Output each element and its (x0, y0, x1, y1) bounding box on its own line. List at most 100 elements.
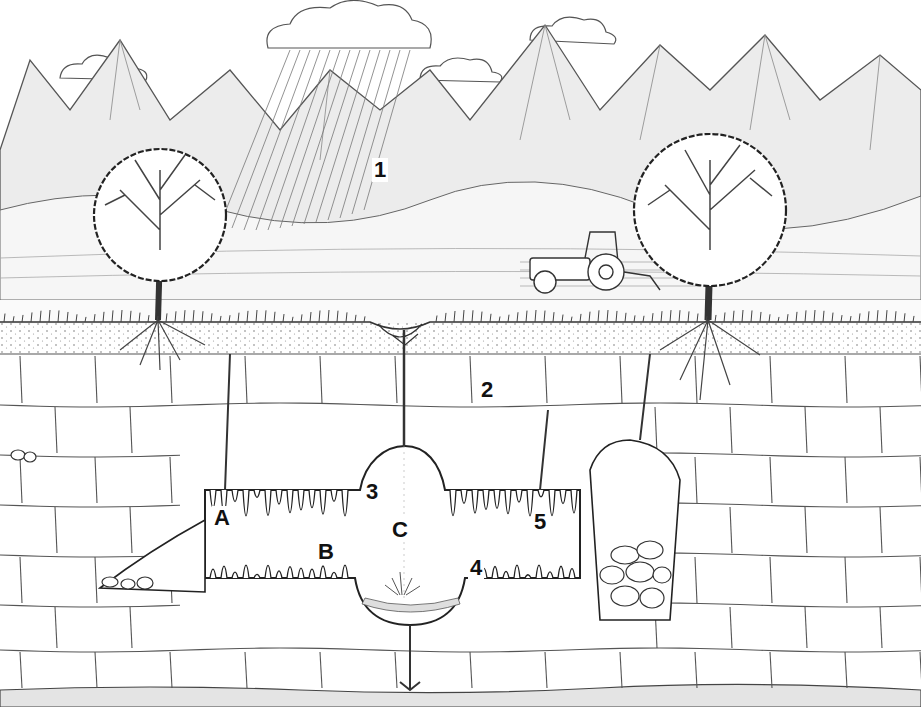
grass-blade (220, 316, 221, 322)
joint-line (620, 652, 622, 688)
speleothem (276, 490, 282, 504)
joint-line (480, 651, 500, 652)
grass-blade (445, 313, 446, 322)
speleothem (536, 565, 542, 578)
mountain-shading (110, 25, 880, 160)
joint-line (60, 651, 80, 652)
joint-line (80, 406, 100, 407)
grass-blade (274, 312, 275, 322)
joint-line (805, 607, 807, 648)
speleothem (254, 574, 260, 578)
speleothem (342, 490, 348, 516)
grass-blade (769, 314, 770, 322)
joint-line (140, 455, 160, 457)
joint-line (540, 405, 560, 407)
speleothem (309, 569, 315, 578)
joint-line (520, 405, 540, 407)
rain-streaks (220, 50, 410, 230)
joint-line (120, 651, 140, 652)
callout-label: B (316, 540, 336, 564)
joint-line (700, 403, 720, 405)
grass-blade (103, 312, 104, 322)
grass-blade (148, 315, 149, 322)
drip-splash (385, 572, 420, 595)
grass-blade (886, 310, 887, 322)
callout-label: 4 (468, 556, 484, 580)
joint-line (200, 403, 220, 405)
grass-blade (166, 313, 167, 322)
speleothem (287, 567, 293, 578)
joint-line (720, 453, 740, 455)
joint-line (900, 555, 920, 557)
grass-blade (688, 311, 689, 322)
joint-line (730, 607, 732, 648)
joint-line (900, 605, 920, 607)
joint-line (520, 650, 540, 652)
joint-line (920, 650, 921, 651)
boulder (611, 586, 639, 606)
cave-chamber (205, 446, 580, 625)
canopy (634, 134, 786, 286)
joint-line (845, 457, 847, 503)
joint-line (170, 356, 172, 403)
grass-blade (895, 311, 896, 322)
outflow-channel (400, 625, 420, 690)
grass-blade (625, 313, 626, 322)
joint-line (100, 506, 120, 507)
grass-blade (193, 310, 194, 322)
grass-blade (526, 311, 527, 322)
grass-blade (139, 313, 140, 322)
joint-line (20, 650, 40, 652)
ridge-lines (110, 25, 880, 160)
speleothem (503, 571, 509, 578)
joint-line (780, 605, 800, 607)
joint-line (805, 407, 807, 453)
joint-line (720, 553, 740, 555)
joint-line (900, 650, 920, 652)
joint-line (770, 652, 772, 688)
ground-surface (0, 300, 921, 324)
joint-line (780, 455, 800, 457)
joint-line (95, 457, 97, 503)
joint-line (860, 506, 880, 507)
grass-blade (733, 311, 734, 322)
joint-line (440, 406, 460, 407)
joint-line (320, 648, 340, 650)
cloud (267, 0, 431, 48)
joint-line (695, 356, 697, 403)
joint-line (840, 456, 860, 457)
joint-line (760, 650, 780, 652)
grass-blade (697, 314, 698, 322)
joint-line (740, 404, 760, 406)
joint-line (130, 507, 132, 553)
joint-line (0, 604, 20, 606)
joint-line (340, 403, 360, 405)
tractor (530, 232, 660, 293)
joint-line (480, 406, 500, 407)
joint-line (880, 456, 900, 458)
grass-blade (211, 313, 212, 322)
boulder (11, 450, 25, 460)
joint-line (880, 651, 900, 653)
speleothem (254, 490, 260, 497)
joint-line (200, 648, 220, 650)
joint-line (220, 403, 240, 405)
joint-line (720, 403, 740, 405)
joint-line (820, 606, 840, 607)
speleothem (558, 566, 564, 578)
joint-line (100, 556, 120, 557)
joint-line (860, 456, 880, 457)
joint-line (420, 651, 440, 653)
joint-line (100, 606, 120, 607)
speleothem (320, 490, 326, 514)
grass-blade (805, 310, 806, 322)
speleothem (549, 490, 555, 516)
tree-left (94, 149, 226, 370)
grass-blade (571, 317, 572, 322)
grass-blade (4, 314, 5, 322)
joint-line (920, 555, 921, 556)
joint-line (40, 556, 60, 558)
speleothem (547, 572, 553, 578)
joint-line (900, 505, 920, 507)
joint-line (160, 405, 180, 407)
